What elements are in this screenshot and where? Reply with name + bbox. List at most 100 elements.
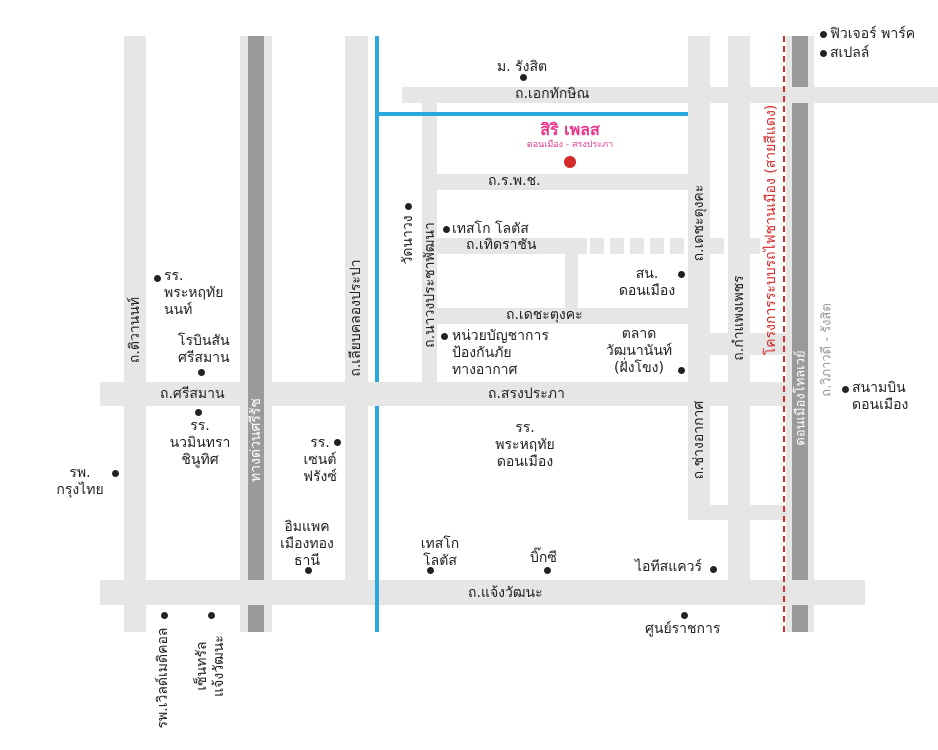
label-tiwanon: ถ.ติวานนท์ xyxy=(127,296,143,364)
road-ekkathakshin xyxy=(402,87,938,103)
place-dot xyxy=(195,409,202,416)
place-dot xyxy=(820,31,827,38)
label-vibhavadi: ถ.วิภาวดี - รังสิต xyxy=(819,303,835,397)
road-tiwanon xyxy=(124,36,146,632)
road-small3 xyxy=(688,505,786,520)
line: ธานี xyxy=(294,553,320,569)
line: โลตัส xyxy=(423,553,457,569)
place-dot xyxy=(334,439,341,446)
place-impact: อิมแพคเมืองทองธานี xyxy=(272,519,342,570)
line: ชินูทิศ xyxy=(181,452,219,468)
place-dot xyxy=(161,612,168,619)
line: นนท์ xyxy=(164,302,193,318)
place-tesco1: เทสโก โลตัส xyxy=(452,221,529,237)
road-expressway xyxy=(248,36,264,632)
line: พระหฤทัย xyxy=(164,285,224,301)
label-expressway: ทางด่วนศรีรัช xyxy=(248,398,264,482)
road-si-saman xyxy=(100,382,786,406)
road-tollway-top xyxy=(792,380,808,408)
canal-horizontal xyxy=(379,112,688,116)
place-dot xyxy=(441,333,448,340)
place-spell: สเปลล์ xyxy=(830,45,870,61)
line: เมืองทอง xyxy=(280,536,334,552)
place-krungthai: รพ.กรุงไทย xyxy=(50,465,110,499)
line: รร. xyxy=(310,435,330,451)
line: หน่วยบัญชาการ xyxy=(452,328,549,344)
place-tesco2: เทสโกโลตัส xyxy=(410,536,470,570)
place-phrahruthai-dm: รร.พระหฤทัยดอนเมือง xyxy=(485,420,565,471)
place-central: เซ็นทรัลแจ้งวัฒนะ xyxy=(194,635,228,697)
place-world-medical: รพ.เวิลด์เมดิคอล xyxy=(155,627,171,729)
line: ทางอากาศ xyxy=(452,362,518,378)
place-wat-nawong: วัดนาวง xyxy=(400,215,416,265)
line: ดอนเมือง xyxy=(618,283,676,299)
label-decha: ถ.เดชะตุงคะ xyxy=(506,307,583,323)
line: สน. xyxy=(635,266,659,282)
line: ศรีสมาน xyxy=(178,350,230,366)
line: สนามบิน xyxy=(852,380,906,396)
canal-vertical xyxy=(375,36,379,382)
line: รร. xyxy=(515,420,535,436)
line: เซ็นทรัล xyxy=(194,641,210,691)
line: ฟรังซ์ xyxy=(303,469,337,485)
place-st-francis: รร.เซนต์ฟรังซ์ xyxy=(295,435,345,486)
place-dot xyxy=(427,567,434,574)
place-dot xyxy=(208,612,215,619)
place-airport: สนามบินดอนเมือง xyxy=(852,380,908,414)
label-song-prapha: ถ.สรงประภา xyxy=(488,386,565,402)
road-rpc xyxy=(437,174,688,190)
road-expressway-top xyxy=(248,380,264,408)
place-market: ตลาดวัฒนานันท์(ฝั่งโขง) xyxy=(598,326,680,377)
place-robinson: โรบินสันศรีสมาน xyxy=(178,333,230,367)
place-dot xyxy=(678,271,685,278)
place-dot xyxy=(710,566,717,573)
line: กรุงไทย xyxy=(56,482,104,498)
line: รร. xyxy=(190,418,210,434)
project-marker[interactable] xyxy=(564,156,576,168)
place-dot xyxy=(405,203,412,210)
place-phrahruthai-nont: รร.พระหฤทัยนนท์ xyxy=(164,268,223,319)
road-chaeng xyxy=(100,580,865,605)
place-dot xyxy=(820,50,827,57)
line: ตลาด xyxy=(621,326,657,342)
place-dot xyxy=(112,470,119,477)
label-chang-akat: ถ.ช่างอากาศ xyxy=(691,400,707,480)
place-dot xyxy=(678,367,685,374)
place-dot xyxy=(842,386,849,393)
label-rpc: ถ.ร.พ.ช. xyxy=(488,173,541,189)
red-line-rail xyxy=(783,36,785,632)
place-dot xyxy=(198,369,205,376)
place-rangsit-u: ม. รังสิต xyxy=(497,59,548,75)
line: ดอนเมือง xyxy=(496,454,554,470)
line: นวมินทรา xyxy=(169,435,231,451)
line: รพ. xyxy=(69,465,91,481)
line: เซนต์ xyxy=(303,452,337,468)
brand-subtitle: ดอนเมือง - สรงประภา xyxy=(526,140,614,150)
line: ป้องกันภัย xyxy=(452,345,512,361)
place-dot xyxy=(154,275,161,282)
line: อิมแพค xyxy=(284,519,330,535)
line: พระหฤทัย xyxy=(495,437,555,453)
road-tollway xyxy=(792,36,808,632)
place-dot xyxy=(544,567,551,574)
road-kamphaeng xyxy=(728,36,750,580)
place-bigc: บิ๊กซี xyxy=(530,550,557,566)
place-dot xyxy=(305,567,312,574)
line: ดอนเมือง xyxy=(852,397,909,413)
brand-name: สิริ เพลส xyxy=(540,120,600,139)
road-decha xyxy=(437,308,688,324)
canal-vertical-2 xyxy=(375,406,379,632)
label-kamphaeng: ถ.กำแพงเพชร xyxy=(731,275,747,361)
label-red-line: โครงการระบบรถไฟชานเมือง (สายสีแดง) xyxy=(763,104,779,356)
road-nawong xyxy=(422,88,437,382)
road-small2 xyxy=(710,333,786,355)
label-ekkathakshin: ถ.เอกทักษิณ xyxy=(515,86,590,102)
label-nawong: ถ.นาวงประชาพัฒนา xyxy=(422,222,438,348)
place-nawamin: รร.นวมินทราชินูทิศ xyxy=(160,418,240,469)
line: เทสโก xyxy=(420,536,460,552)
label-liab-khlong: ถ.เลียบคลองประปา xyxy=(348,259,364,377)
place-dot xyxy=(443,226,450,233)
line: แจ้งวัฒนะ xyxy=(211,635,227,697)
label-chaeng: ถ.แจ้งวัฒนะ xyxy=(468,585,543,601)
line: โรบินสัน xyxy=(178,333,230,349)
